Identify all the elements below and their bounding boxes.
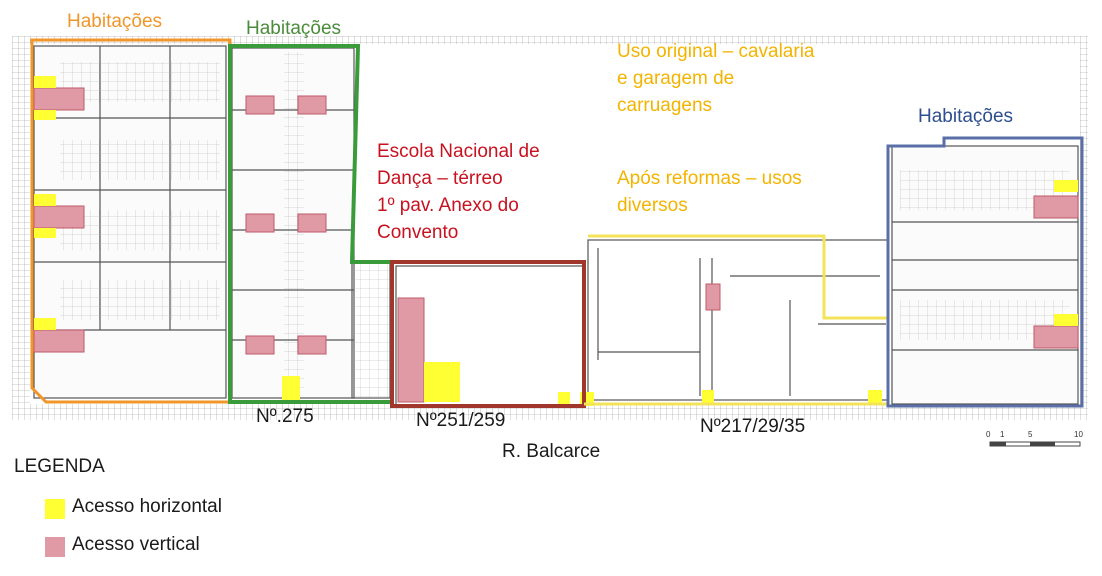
scale-tick-1: 1 (1000, 430, 1005, 439)
zone-left-outline (30, 38, 232, 404)
zone-garage-outline (584, 234, 890, 406)
zone-garage-after-label: Após reformas – usos diversos (617, 168, 802, 216)
address-275: Nº.275 (256, 406, 314, 427)
address-217-29-35: Nº217/29/35 (700, 416, 806, 437)
zone-school-label: Escola Nacional de Dança – térreo 1º pav… (377, 141, 540, 243)
address-251-259: Nº251/259 (416, 410, 506, 431)
scale-tick-10: 10 (1074, 430, 1083, 439)
vertical-access (33, 87, 1079, 403)
horizontal-access (34, 76, 1078, 406)
legend-swatch-horizontal (45, 499, 65, 519)
zone-outlines (30, 38, 1084, 408)
zone-school-outline (390, 260, 586, 408)
legend-title: LEGENDA (14, 456, 105, 477)
zone-left-label: Habitações (67, 11, 163, 32)
zone-green-label: Habitações (246, 18, 342, 39)
zone-right-outline (886, 136, 1084, 408)
legend-swatch-vertical (45, 537, 65, 557)
zone-right-label: Habitações (918, 106, 1014, 127)
scale-tick-0: 0 (986, 430, 991, 439)
legend-label-horizontal: Acesso horizontal (72, 496, 222, 517)
street-name: R. Balcarce (502, 441, 601, 462)
scale-tick-5: 5 (1028, 430, 1033, 439)
scale-bar (989, 441, 1081, 447)
legend-label-vertical: Acesso vertical (72, 534, 200, 555)
zone-garage-original-label: Uso original – cavalaria e garagem de ca… (617, 41, 815, 116)
